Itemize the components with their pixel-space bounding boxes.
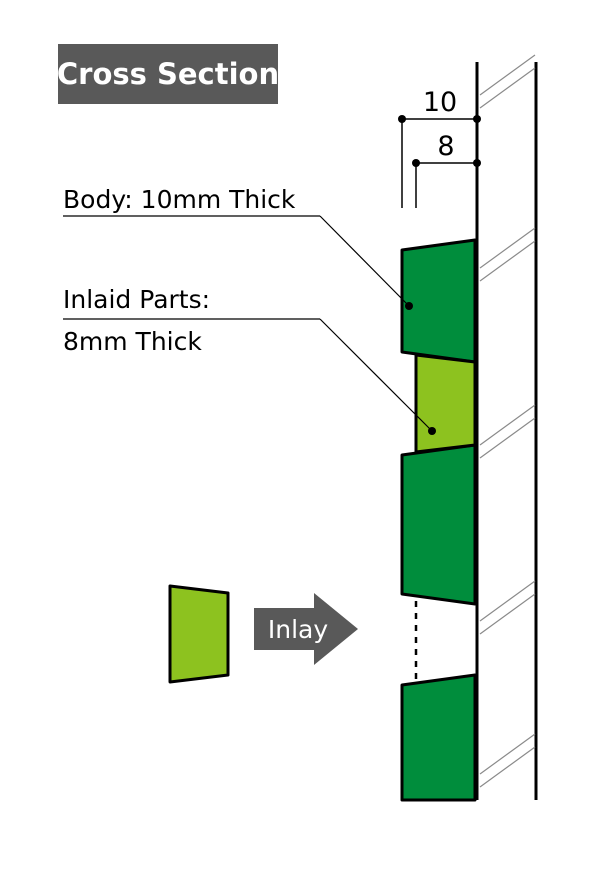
dimension-10-label: 10 xyxy=(423,87,457,118)
callout-body-leader xyxy=(319,215,410,307)
callout-body-label: Body: 10mm Thick xyxy=(63,185,296,214)
inlay-arrow-shape xyxy=(254,593,358,665)
dimension-10-dot-right xyxy=(473,115,481,123)
wall xyxy=(475,54,538,800)
callout-inlaid: Inlaid Parts: 8mm Thick xyxy=(63,285,436,435)
hatch-line xyxy=(479,417,536,459)
inlaid-part xyxy=(414,353,477,454)
callout-inlaid-dot xyxy=(428,427,436,435)
dimension-10: 10 xyxy=(398,87,481,208)
loose-inlay-piece xyxy=(168,584,230,684)
body-piece xyxy=(400,238,477,364)
wall-hatching xyxy=(479,54,536,788)
callout-inlaid-leader xyxy=(319,318,433,432)
title-badge: Cross Section xyxy=(57,44,279,104)
hatch-line xyxy=(479,746,536,788)
hatch-line xyxy=(479,227,536,269)
dimension-8: 8 xyxy=(412,131,481,208)
hatch-line xyxy=(479,733,536,775)
hatch-line xyxy=(479,593,536,635)
callout-body: Body: 10mm Thick xyxy=(63,185,413,310)
callout-inlaid-label-line2: 8mm Thick xyxy=(63,327,202,356)
title-text: Cross Section xyxy=(57,57,279,91)
inlay-arrow: Inlay xyxy=(254,593,358,665)
hatch-line xyxy=(479,240,536,282)
hatch-line xyxy=(479,54,536,96)
title-badge-background xyxy=(58,44,278,104)
body-piece xyxy=(400,673,477,802)
hatch-line xyxy=(479,67,536,109)
dimension-8-label: 8 xyxy=(437,131,454,162)
inlay-arrow-label: Inlay xyxy=(268,615,328,644)
hatch-line xyxy=(479,580,536,622)
dimension-8-dot-right xyxy=(473,159,481,167)
callout-body-dot xyxy=(405,302,413,310)
callout-inlaid-label-line1: Inlaid Parts: xyxy=(63,285,210,314)
hatch-line xyxy=(479,404,536,446)
body-piece xyxy=(400,443,477,606)
body-pieces xyxy=(400,238,477,802)
